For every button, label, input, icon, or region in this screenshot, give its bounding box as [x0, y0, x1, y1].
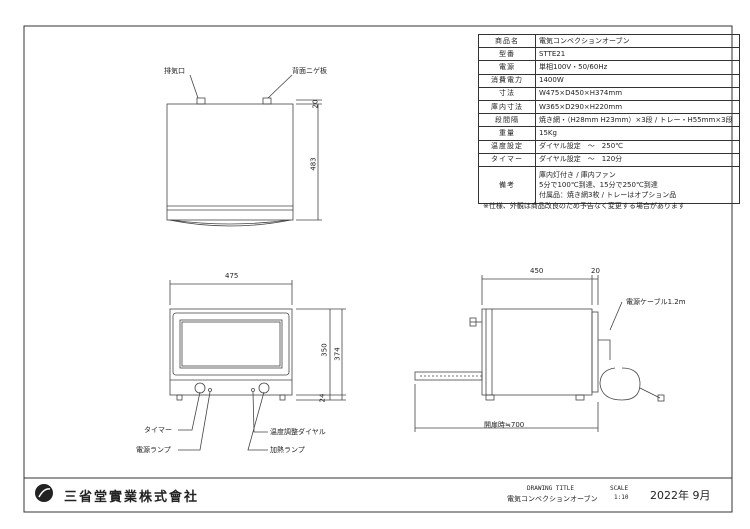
company-logo-mark [35, 484, 53, 502]
remark-line: 庫内灯付き / 庫内ファン [539, 170, 616, 179]
scale-value: 1:10 [614, 494, 629, 501]
remark-line: 5分で100℃到達、15分で250℃到達 [539, 180, 658, 189]
exhaust-label: 排気口 [164, 67, 185, 75]
sheet-border [23, 25, 733, 513]
front-view [169, 280, 346, 451]
scale-label: SCALE [610, 485, 629, 492]
remark-line: 付属品：焼き網3枚 / トレーはオプション品 [539, 190, 677, 199]
back-clip-label: 背面ニゲ板 [292, 67, 327, 75]
drawing-date: 2022年 9月 [650, 489, 711, 502]
company-name: 三省堂實業株式會社 [64, 490, 200, 505]
drawing-title: 電気コンベクションオーブン [507, 495, 598, 503]
dim-top-depth: 483 [309, 157, 318, 171]
dim-side-depth: 450 [530, 267, 544, 275]
dim-front-inner-height: 350 [320, 343, 329, 357]
spec-row: 温度設定ダイヤル設定 ～ 250℃ [478, 139, 740, 154]
dim-front-feet: 24 [318, 393, 327, 403]
power-lamp-label: 電源ランプ [136, 446, 171, 454]
top-view [166, 74, 322, 227]
dim-top-small: 20 [311, 99, 320, 109]
temp-dial-label: 温度調整ダイヤル [270, 428, 326, 436]
dim-side-back: 20 [591, 267, 600, 275]
cable-label: 電源ケーブル1.2m [626, 298, 686, 306]
dim-front-total-height: 374 [333, 347, 342, 361]
spec-row: タイマーダイヤル設定 ～ 120分 [478, 152, 740, 167]
timer-label: タイマー [144, 426, 172, 434]
heat-lamp-label: 加熱ランプ [270, 446, 305, 454]
dim-front-width: 475 [225, 272, 239, 280]
spec-note: ※仕様、外観は商品改良のため予告なく変更する場合があります [483, 202, 685, 210]
dim-side-open: 開扉時≒700 [484, 421, 525, 429]
spec-row: 段間隔焼き網・（H28mm H23mm）×3段 / トレー・H55mm×3段 [478, 113, 740, 128]
spec-row: 商品名電気コンベクションオーブン [478, 33, 740, 49]
drawing-title-label: DRAWING TITLE [527, 485, 574, 492]
spec-row: 電源単相100V・50/60Hz [478, 60, 740, 75]
spec-row: 備考 庫内灯付き / 庫内ファン 5分で100℃到達、15分で250℃到達 付属… [478, 165, 740, 204]
side-view [414, 275, 665, 432]
